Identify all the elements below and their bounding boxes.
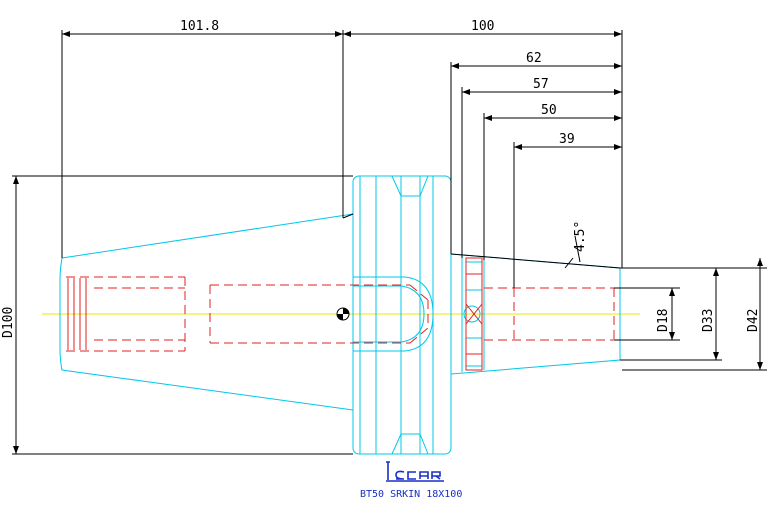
brand-logo	[386, 461, 444, 482]
hidden-lines	[66, 276, 615, 352]
tool-caption: BT50 SRKIN 18X100	[360, 489, 462, 500]
dim-diameter-33: D33	[701, 309, 716, 332]
dim-diameter-18: D18	[656, 309, 671, 332]
gauge-point-symbol	[336, 307, 350, 321]
dim-diameter-100: D100	[1, 307, 16, 338]
arrow-heads	[13, 31, 763, 454]
hidden-solid	[67, 257, 483, 371]
dim-diameter-42: D42	[746, 309, 761, 332]
dim-length-100: 100	[471, 19, 494, 34]
dim-length-50: 50	[541, 103, 557, 118]
dim-length-57: 57	[533, 77, 549, 92]
dim-angle: 4.5°	[573, 221, 588, 252]
dim-length-101-8: 101.8	[180, 19, 219, 34]
dim-length-62: 62	[526, 51, 542, 66]
dim-length-39: 39	[559, 132, 575, 147]
dimension-lines	[12, 30, 767, 455]
